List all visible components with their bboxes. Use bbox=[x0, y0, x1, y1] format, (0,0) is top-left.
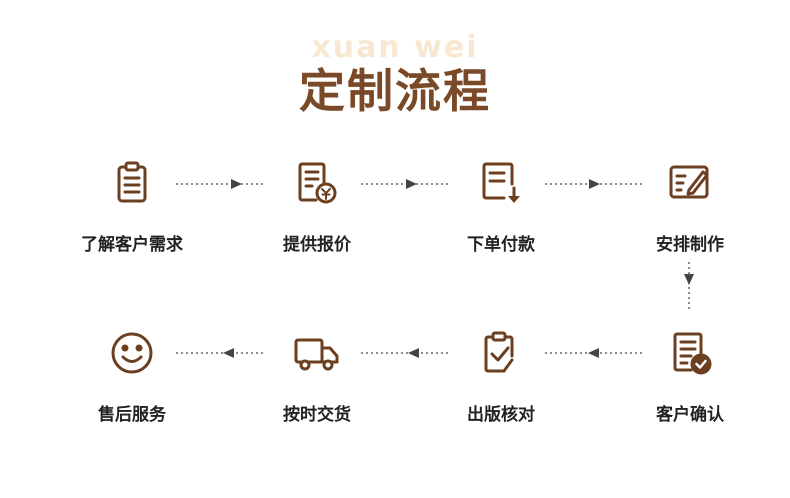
quote-document-icon bbox=[294, 160, 340, 206]
step-label: 安排制作 bbox=[656, 235, 724, 255]
step-label: 按时交货 bbox=[283, 405, 351, 425]
watermark-text: xuan wei bbox=[311, 30, 479, 65]
arrow-right bbox=[361, 178, 456, 190]
arrow-left bbox=[361, 347, 456, 359]
order-download-icon bbox=[478, 160, 524, 206]
step-label: 售后服务 bbox=[98, 405, 166, 425]
step-label: 提供报价 bbox=[283, 235, 351, 255]
step-customer-confirm: 客户确认 bbox=[615, 330, 765, 450]
step-label: 了解客户需求 bbox=[81, 235, 183, 255]
step-after-sales: 售后服务 bbox=[57, 330, 207, 450]
step-proof-check: 出版核对 bbox=[426, 330, 576, 450]
arrow-right bbox=[176, 178, 271, 190]
delivery-truck-icon bbox=[294, 330, 340, 376]
step-arrange-production: 安排制作 bbox=[615, 160, 765, 280]
step-label: 客户确认 bbox=[656, 405, 724, 425]
arrow-left bbox=[176, 347, 271, 359]
step-label: 出版核对 bbox=[467, 405, 535, 425]
arrow-right bbox=[545, 178, 645, 190]
checked-list-icon bbox=[667, 330, 713, 376]
smiley-icon bbox=[109, 330, 155, 376]
edit-card-icon bbox=[667, 160, 713, 206]
step-provide-quote: 提供报价 bbox=[242, 160, 392, 280]
arrow-left bbox=[545, 347, 645, 359]
step-order-pay: 下单付款 bbox=[426, 160, 576, 280]
step-understand-needs: 了解客户需求 bbox=[57, 160, 207, 280]
step-label: 下单付款 bbox=[467, 235, 535, 255]
step-on-time-delivery: 按时交货 bbox=[242, 330, 392, 450]
clipboard-icon bbox=[109, 160, 155, 206]
arrow-down bbox=[683, 262, 695, 310]
clipboard-check-icon bbox=[478, 330, 524, 376]
page-title: 定制流程 bbox=[299, 64, 491, 118]
